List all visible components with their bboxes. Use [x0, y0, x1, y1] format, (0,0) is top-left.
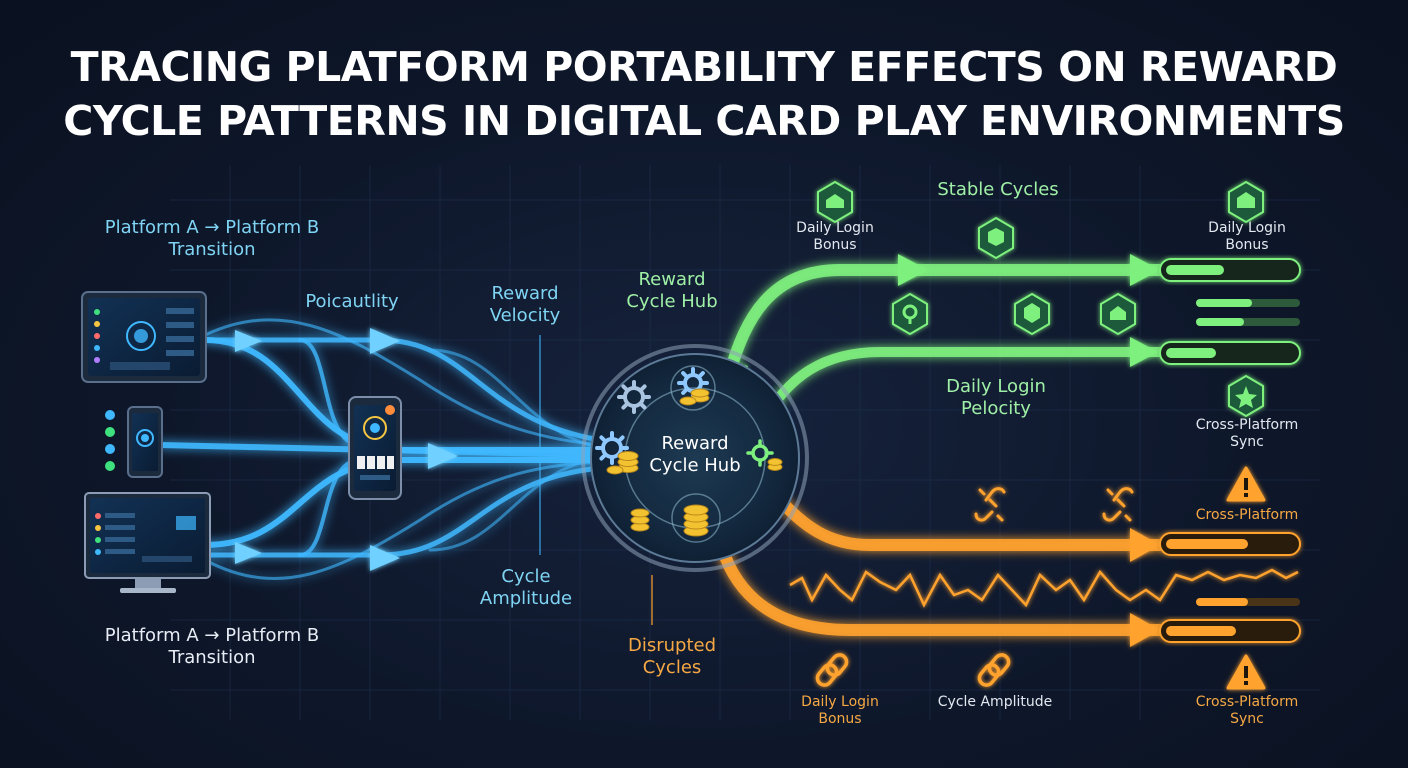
daily-login-pelocity-label: Daily Login Pelocity [946, 376, 1046, 419]
chain-link-icon [815, 653, 849, 687]
desktop-monitor-icon [84, 492, 211, 593]
gear-ring [670, 365, 716, 411]
hexagon-badge-icon [892, 292, 928, 336]
disrupted-cycles-label: Disrupted Cycles [627, 635, 717, 678]
gear-icon [746, 439, 774, 467]
green-arrow-2 [1130, 254, 1160, 286]
page-title: TRACING PLATFORM PORTABILITY EFFECTS ON … [0, 40, 1408, 148]
gear-icon [617, 380, 651, 414]
transition-label-bottom: Platform A → Platform B Transition [104, 625, 320, 668]
warning-triangle-icon [1226, 654, 1266, 690]
daily-login-bonus-top-mid-label: Daily Login Bonus [796, 220, 874, 253]
poicautlity-label: Poicautlity [305, 291, 399, 312]
hexagon-badge-icon [817, 180, 853, 224]
phone-device-icon [105, 406, 163, 478]
blue-flow-arrows [235, 328, 458, 571]
daily-login-bonus-bottom-label: Daily Login Bonus [801, 694, 879, 727]
blue-arrow-2 [370, 328, 400, 354]
star-badge-icon [1228, 374, 1264, 418]
orange-arrow-2 [1130, 613, 1160, 647]
stable-progress-bars [1159, 258, 1301, 365]
broken-link-icon [974, 487, 1006, 522]
blue-arrow-3 [428, 443, 458, 469]
broken-link-icon [1102, 487, 1134, 522]
cross-platform-sync-bottom-label: Cross-Platform Sync [1195, 694, 1299, 727]
stable-cycles-label: Stable Cycles [937, 179, 1059, 200]
reward-velocity-label: Reward Velocity [489, 283, 561, 326]
daily-login-bonus-top-right-label: Daily Login Bonus [1208, 220, 1286, 253]
disrupted-zigzag-line [789, 568, 1299, 608]
blue-arrow-4 [235, 542, 262, 564]
title-line-2: CYCLE PATTERNS IN DIGITAL CARD PLAY ENVI… [63, 97, 1345, 145]
hexagon-badge-icon [1014, 292, 1050, 336]
tablet-device-icon [81, 291, 207, 383]
reward-cycle-hub-upper-label: Reward Cycle Hub [626, 269, 718, 312]
coin-stack-icon [606, 388, 783, 537]
green-arrow-1 [898, 254, 928, 286]
warning-triangle-icon [1226, 466, 1266, 502]
blue-arrow-1 [235, 330, 262, 352]
disrupted-progress-bars [1159, 532, 1301, 643]
chain-link-icon [977, 653, 1011, 687]
hexagon-badge-icon [1228, 180, 1264, 224]
cycle-amplitude-bottom-label: Cycle Amplitude [937, 694, 1053, 710]
cycle-amplitude-label: Cycle Amplitude [479, 566, 573, 609]
hexagon-badge-icon [978, 216, 1014, 260]
hexagon-badge-icon [1100, 292, 1136, 336]
phone-device-icon [348, 396, 402, 500]
orange-arrow-1 [1130, 528, 1160, 562]
coin-ring [671, 493, 721, 543]
transition-label-top: Platform A → Platform B Transition [104, 217, 320, 260]
cross-platform-sync-right-label: Cross-Platform Sync [1195, 417, 1299, 450]
reward-cycle-hub-center-label: Reward Cycle Hub [649, 433, 741, 476]
title-line-1: TRACING PLATFORM PORTABILITY EFFECTS ON … [70, 43, 1338, 91]
blue-arrow-5 [370, 545, 400, 571]
green-arrow-3 [1130, 337, 1158, 367]
cross-platform-warning-label: Cross-Platform [1195, 507, 1299, 523]
